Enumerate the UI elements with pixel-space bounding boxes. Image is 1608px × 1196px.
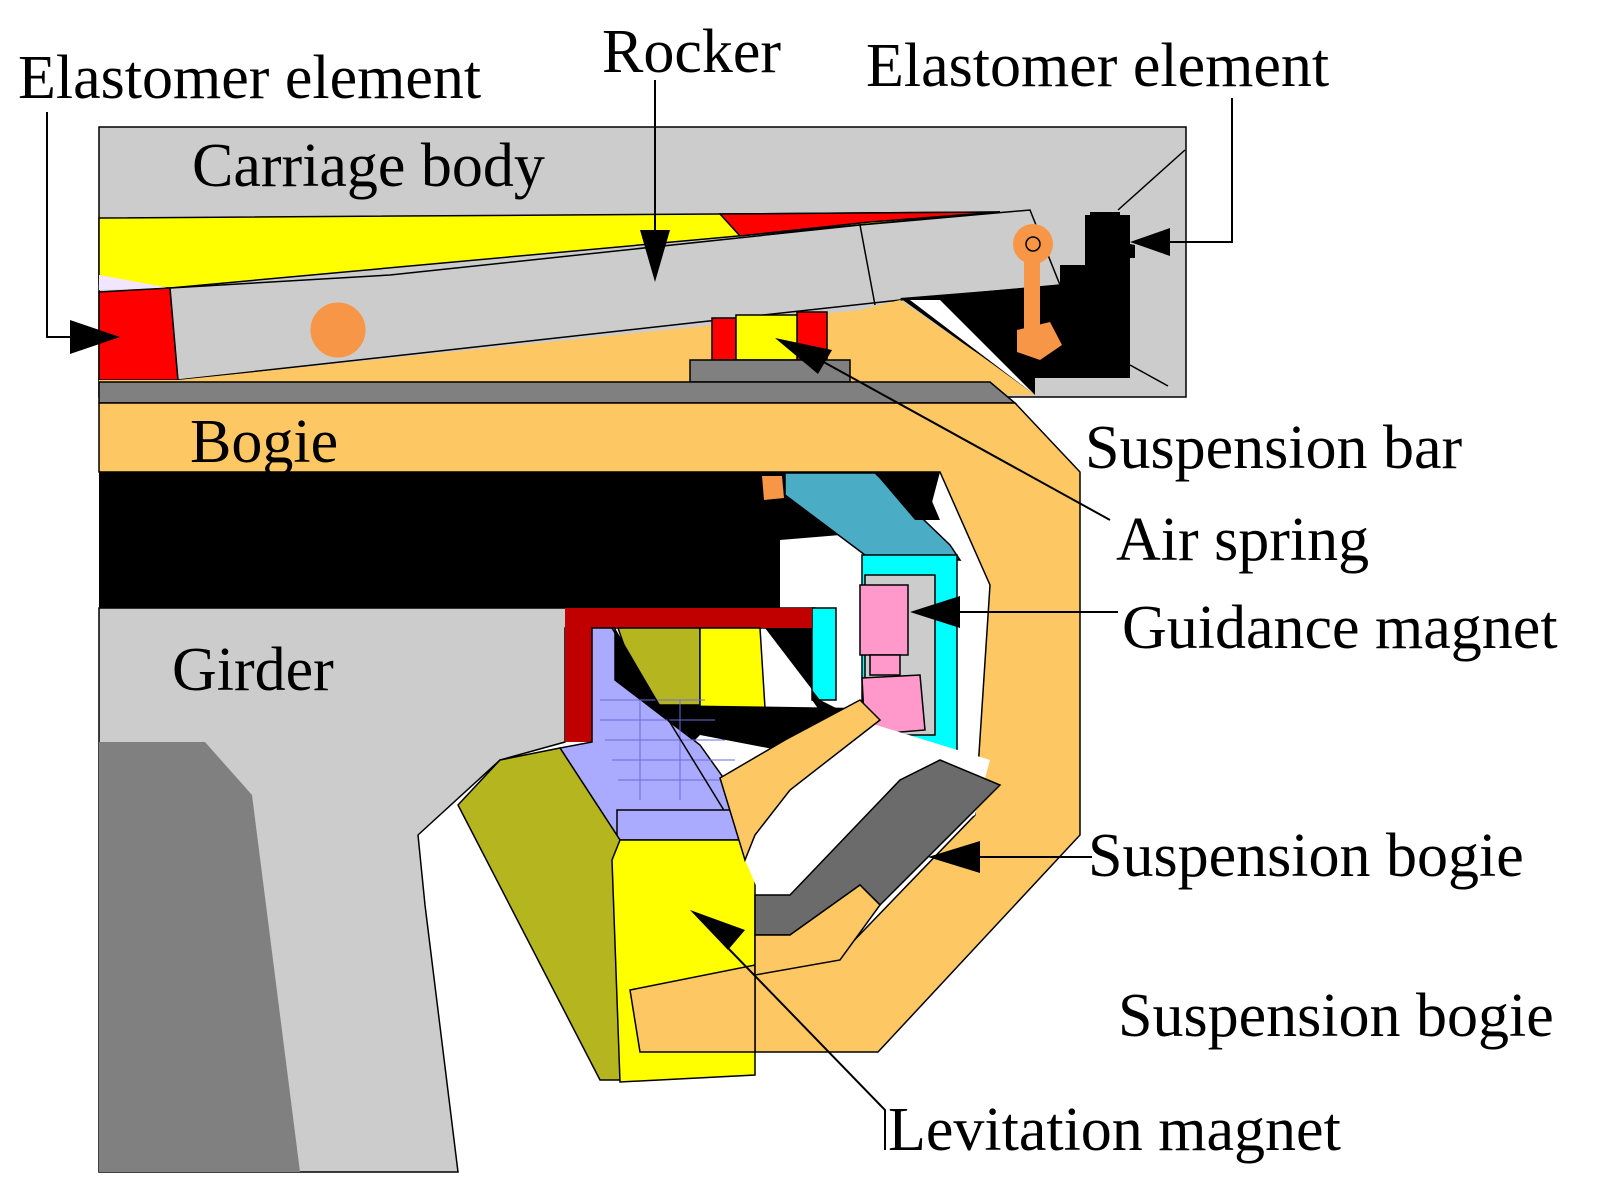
leader-elastomer-left xyxy=(46,112,120,354)
label-girder: Girder xyxy=(172,636,334,704)
rocker-joint-line xyxy=(859,224,876,306)
leader-air-spring xyxy=(775,338,1111,521)
stator-lavender-base xyxy=(616,809,746,841)
stator-diagonal xyxy=(611,627,726,813)
label-suspension-bogie-1: Suspension bogie xyxy=(1088,822,1524,890)
suspension-bogie-orange-arm xyxy=(719,699,882,863)
stator-yellow-block xyxy=(699,627,766,709)
leader-levitation-magnet xyxy=(690,910,886,1150)
label-elastomer-element-left: Elastomer element xyxy=(18,44,481,112)
label-suspension-bar: Suspension bar xyxy=(1085,414,1463,482)
label-rocker: Rocker xyxy=(602,18,781,86)
levitation-orange-arm xyxy=(629,964,756,1053)
upper-red-strip xyxy=(718,211,1001,237)
suspension-bar-pivot-hole xyxy=(1025,236,1041,252)
stator-red-frame xyxy=(565,608,812,742)
guidance-pink-top xyxy=(859,584,909,656)
label-air-spring: Air spring xyxy=(1116,506,1369,574)
air-spring-red-left xyxy=(711,317,737,361)
bracket-diagonal-lower xyxy=(1129,364,1169,387)
suspension-bar-pivot-top xyxy=(1013,224,1053,264)
guidance-teal-black xyxy=(875,473,940,520)
guidance-cyan-strip xyxy=(811,607,837,701)
label-carriage-body: Carriage body xyxy=(192,132,545,200)
suspension-bar-foot xyxy=(1017,322,1062,360)
bracket-diagonal xyxy=(1117,149,1186,211)
elastomer-element-right xyxy=(1090,212,1135,262)
label-levitation-magnet: Levitation magnet xyxy=(888,1096,1341,1164)
air-spring-yellow xyxy=(735,314,798,361)
label-bogie: Bogie xyxy=(190,408,338,476)
bogie-white-notch xyxy=(910,300,1035,395)
guideway-rail xyxy=(99,472,940,608)
girder-dark-web xyxy=(99,742,300,1172)
leader-elastomer-right xyxy=(1130,98,1233,256)
label-guidance-magnet: Guidance magnet xyxy=(1122,594,1558,662)
suspension-bar-link xyxy=(1024,252,1040,332)
leader-suspension-bogie xyxy=(928,841,1092,873)
label-suspension-bogie-2: Suspension bogie xyxy=(1118,982,1554,1050)
upper-orange-tab xyxy=(762,476,784,500)
guidance-pink-mid xyxy=(869,654,901,676)
leader-rocker xyxy=(640,80,670,282)
right-black-bracket xyxy=(900,215,1130,395)
rocker-pivot-left xyxy=(310,302,366,358)
leader-guidance-magnet xyxy=(910,596,1118,628)
label-elastomer-element-right: Elastomer element xyxy=(866,32,1329,100)
lavender-sliver xyxy=(99,275,170,290)
